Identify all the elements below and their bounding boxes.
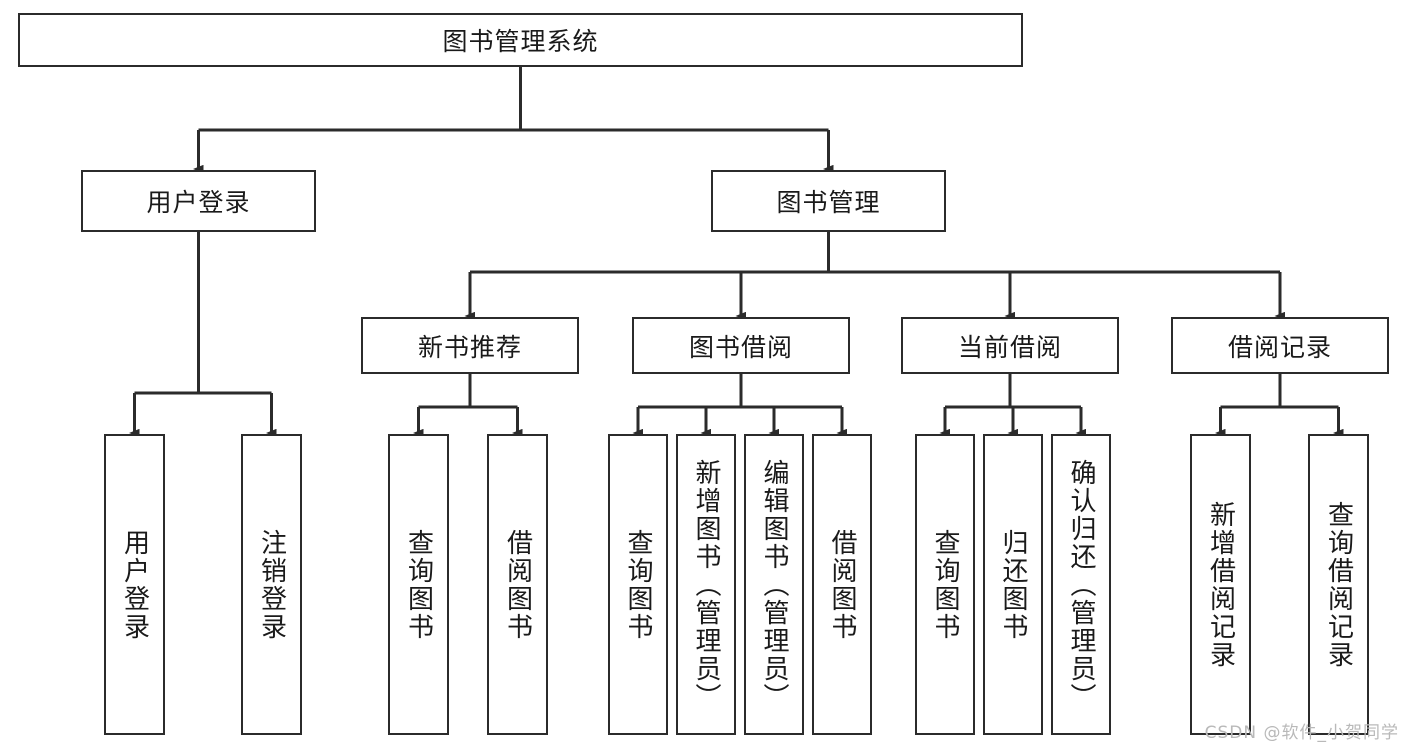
node-current-borrow-label: 当前借阅: [957, 332, 1062, 362]
node-leaf-user-logout-label: 注销登录: [256, 528, 287, 641]
node-leaf-return-book[interactable]: 归还图书: [983, 434, 1043, 735]
node-leaf-query-book-3-label: 查询图书: [930, 528, 960, 641]
node-leaf-query-record-label: 查询借阅记录: [1323, 500, 1354, 669]
node-leaf-user-login[interactable]: 用户登录: [104, 434, 165, 735]
node-leaf-add-record[interactable]: 新增借阅记录: [1190, 434, 1251, 735]
node-borrow-record[interactable]: 借阅记录: [1171, 317, 1389, 374]
node-leaf-borrow-book-2[interactable]: 借阅图书: [812, 434, 872, 735]
node-leaf-return-book-label: 归还图书: [998, 528, 1028, 641]
node-leaf-query-book-2[interactable]: 查询图书: [608, 434, 668, 735]
node-borrow-record-label: 借阅记录: [1227, 332, 1332, 362]
node-leaf-confirm-return[interactable]: 确认归还（管理员）: [1051, 434, 1111, 735]
node-book-borrow[interactable]: 图书借阅: [632, 317, 850, 374]
node-root[interactable]: 图书管理系统: [18, 13, 1023, 67]
node-book-borrow-label: 图书借阅: [688, 332, 793, 362]
node-leaf-query-book-1[interactable]: 查询图书: [388, 434, 449, 735]
node-leaf-add-book-label: 新增图书（管理员）: [691, 458, 721, 711]
node-leaf-add-book[interactable]: 新增图书（管理员）: [676, 434, 736, 735]
node-leaf-query-record[interactable]: 查询借阅记录: [1308, 434, 1369, 735]
node-leaf-borrow-book-1-label: 借阅图书: [502, 528, 533, 641]
node-leaf-edit-book[interactable]: 编辑图书（管理员）: [744, 434, 804, 735]
node-user-login-label: 用户登录: [146, 188, 251, 217]
node-book-manage[interactable]: 图书管理: [711, 170, 946, 232]
node-root-label: 图书管理系统: [442, 27, 599, 56]
node-leaf-user-logout[interactable]: 注销登录: [241, 434, 302, 735]
node-leaf-query-book-2-label: 查询图书: [623, 528, 653, 641]
node-new-book-recommend-label: 新书推荐: [417, 332, 522, 362]
node-user-login[interactable]: 用户登录: [81, 170, 316, 232]
node-current-borrow[interactable]: 当前借阅: [901, 317, 1119, 374]
node-leaf-edit-book-label: 编辑图书（管理员）: [759, 458, 789, 711]
node-leaf-borrow-book-2-label: 借阅图书: [827, 528, 857, 641]
node-leaf-user-login-label: 用户登录: [119, 528, 150, 641]
node-leaf-borrow-book-1[interactable]: 借阅图书: [487, 434, 548, 735]
node-new-book-recommend[interactable]: 新书推荐: [361, 317, 579, 374]
node-leaf-add-record-label: 新增借阅记录: [1205, 500, 1236, 669]
node-book-manage-label: 图书管理: [776, 188, 881, 217]
node-leaf-confirm-return-label: 确认归还（管理员）: [1066, 458, 1096, 711]
node-leaf-query-book-3[interactable]: 查询图书: [915, 434, 975, 735]
node-leaf-query-book-1-label: 查询图书: [403, 528, 434, 641]
